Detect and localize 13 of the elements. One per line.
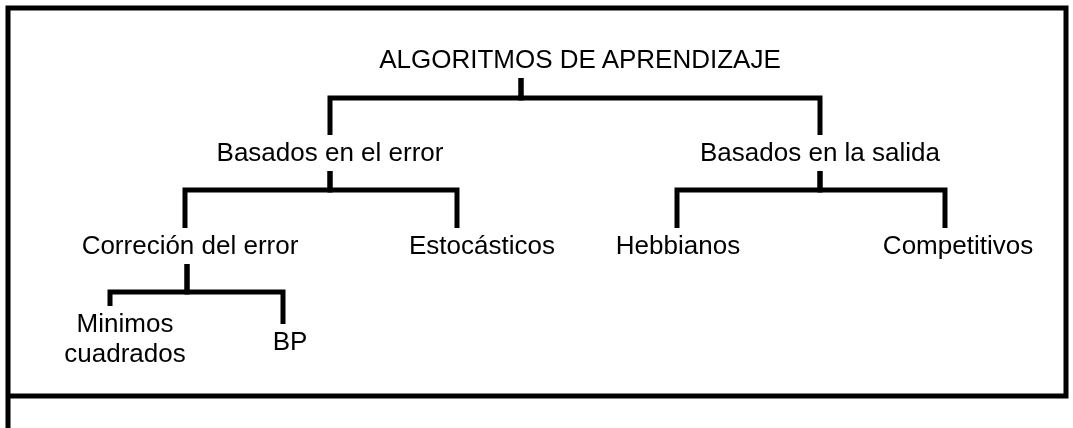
tree-bracket-line bbox=[518, 78, 823, 135]
tree-label: Basados en la salida bbox=[660, 137, 980, 167]
tree-bracket-line bbox=[184, 264, 286, 324]
tree-label: BP bbox=[260, 326, 320, 356]
tree-label: Minimos cuadrados bbox=[50, 308, 200, 368]
tree-label: Basados en el error bbox=[180, 137, 480, 167]
tree-label: Estocásticos bbox=[382, 230, 582, 260]
tree-bracket-line bbox=[817, 171, 948, 228]
tree-bracket-line bbox=[327, 171, 460, 228]
tree-label: Correción del error bbox=[45, 230, 335, 260]
tree-label: Hebbianos bbox=[603, 230, 753, 260]
tree-label: ALGORITMOS DE APRENDIZAJE bbox=[360, 44, 800, 74]
tree-label: Competitivos bbox=[863, 230, 1053, 260]
